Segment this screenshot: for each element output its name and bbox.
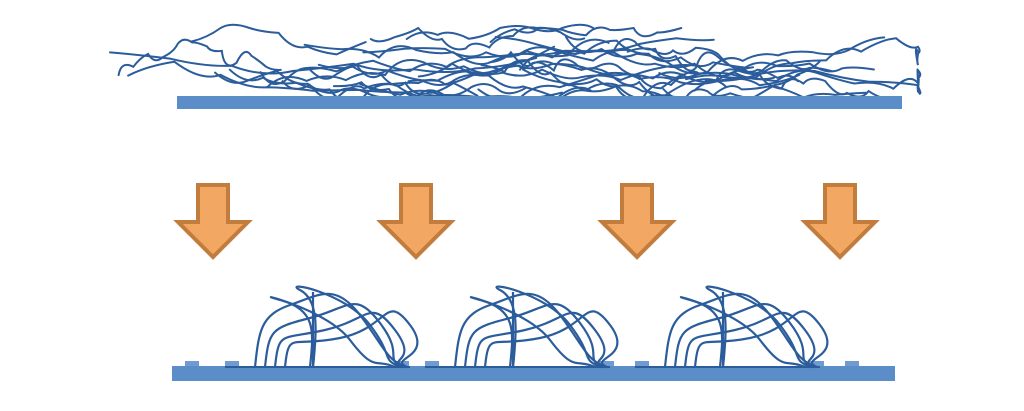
fiber-strand — [565, 36, 886, 75]
fiber-loop — [283, 310, 419, 369]
fiber-strand — [359, 71, 801, 100]
fiber-strand — [214, 69, 402, 99]
fiber-strand — [362, 38, 610, 58]
fiber-loop — [483, 310, 619, 369]
fiber-strand — [405, 23, 595, 40]
fiber-strand — [489, 26, 683, 43]
substrate-dash — [225, 361, 239, 366]
substrate-dash — [425, 361, 439, 366]
fiber-strand — [332, 81, 528, 101]
fiber-loop — [495, 285, 602, 369]
fiber-strand — [704, 69, 922, 95]
fiber-loop-cluster — [425, 285, 619, 369]
fiber-loop — [693, 310, 829, 369]
fiber-loop-cluster — [635, 285, 829, 369]
fiber-strand — [298, 46, 631, 73]
fiber-loop — [679, 296, 807, 369]
fiber-strand — [480, 59, 667, 99]
down-arrow-icon — [376, 183, 456, 260]
fiber-strand — [117, 38, 282, 77]
fiber-strand — [417, 62, 755, 84]
fiber-loop — [295, 285, 402, 369]
fiber-strand — [685, 37, 921, 81]
fiber-strand — [407, 60, 727, 98]
fiber-loop-clusters — [225, 285, 829, 369]
top-substrate — [177, 96, 902, 109]
down-arrow-icon — [173, 183, 253, 260]
fiber-loop — [269, 296, 397, 369]
bottom-substrate — [172, 366, 895, 381]
substrate-dash — [810, 361, 824, 366]
fiber-strand — [190, 23, 367, 56]
fiber-loop — [263, 302, 405, 369]
substrate-dash — [845, 361, 859, 366]
fiber-strand — [259, 64, 479, 97]
substrate-dash — [600, 361, 614, 366]
fiber-loop — [673, 302, 815, 369]
fiber-loop — [473, 311, 607, 369]
fiber-loop — [273, 311, 407, 369]
fiber-strand — [519, 39, 875, 73]
down-arrow-icon — [800, 183, 880, 260]
fiber-loop — [469, 296, 597, 369]
substrate-dash — [185, 361, 199, 366]
fiber-loop-cluster — [225, 285, 419, 369]
arrows-group — [173, 183, 880, 260]
fiber-loop — [705, 285, 812, 369]
fiber-loop — [463, 302, 605, 369]
down-arrow-icon — [597, 183, 677, 260]
substrate-dash — [635, 361, 649, 366]
fiber-strand — [127, 60, 453, 102]
fiber-loop — [683, 311, 817, 369]
top-fiber-mat — [109, 23, 922, 104]
